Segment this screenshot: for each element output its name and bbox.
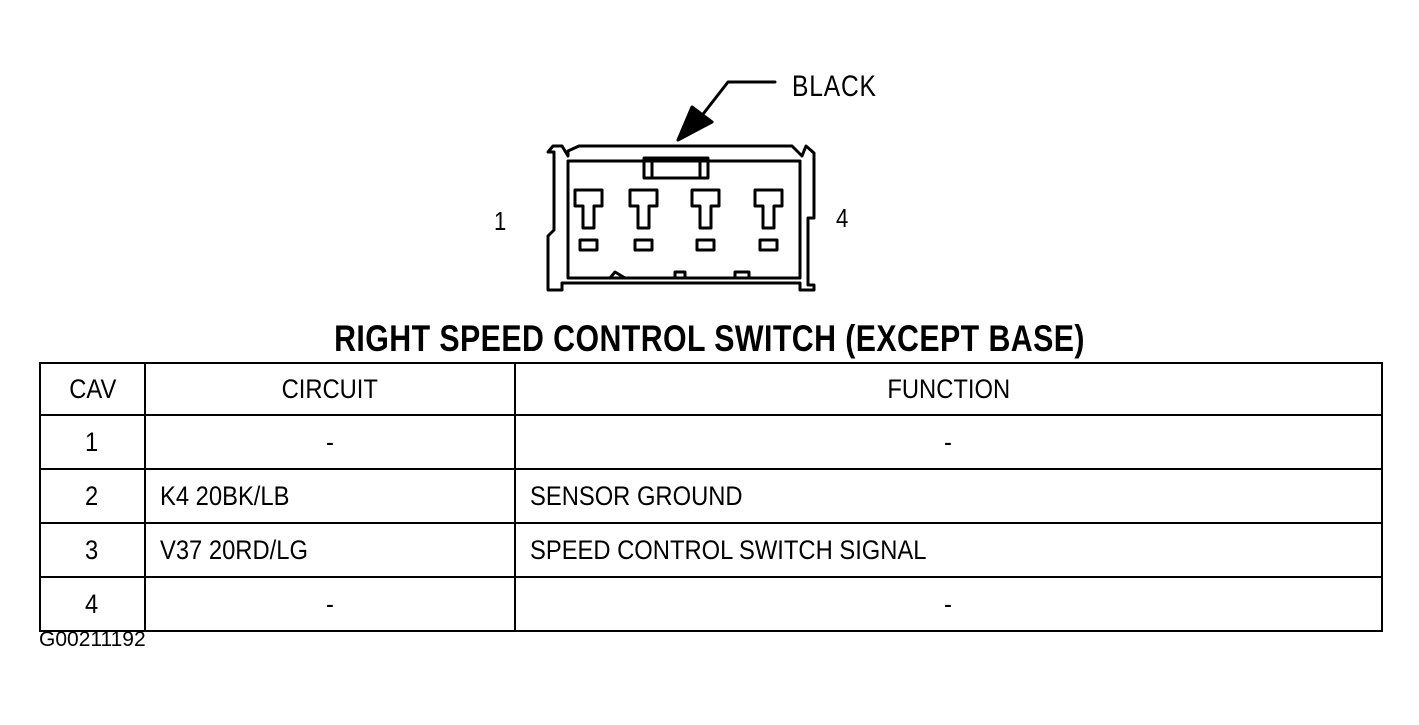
function-cell: SENSOR GROUND <box>514 468 1383 524</box>
table-row: 4 - - <box>39 576 1383 632</box>
terminal-3 <box>690 188 721 252</box>
table-title: RIGHT SPEED CONTROL SWITCH (EXCEPT BASE) <box>334 318 1085 359</box>
connector-housing <box>546 144 816 292</box>
pinout-table: CAV CIRCUIT FUNCTION 1 - - 2 K4 20BK/LB … <box>39 362 1383 632</box>
header-cav: CAV <box>39 362 146 416</box>
circuit-cell: V37 20RD/LG <box>144 522 516 578</box>
callout-leader-line <box>698 80 777 120</box>
connector-diagram <box>546 80 816 292</box>
terminal-1 <box>573 188 604 252</box>
cav-cell: 2 <box>39 468 146 524</box>
cav-cell: 3 <box>39 522 146 578</box>
function-cell: SPEED CONTROL SWITCH SIGNAL <box>514 522 1383 578</box>
function-cell: - <box>514 576 1383 632</box>
terminal-4 <box>753 188 784 252</box>
pin-1-label: 1 <box>494 206 507 236</box>
figure-reference-code: G00211192 <box>39 628 146 651</box>
cav-cell: 1 <box>39 414 146 470</box>
connector-latch <box>642 156 710 180</box>
table-row: 2 K4 20BK/LB SENSOR GROUND <box>39 468 1383 524</box>
circuit-cell: K4 20BK/LB <box>144 468 516 524</box>
circuit-cell: - <box>144 414 516 470</box>
pin-4-label: 4 <box>836 203 849 233</box>
header-function: FUNCTION <box>514 362 1383 416</box>
connector-inner-body <box>566 159 802 280</box>
header-circuit: CIRCUIT <box>144 362 516 416</box>
callout-arrow-icon <box>676 105 714 142</box>
function-cell: - <box>514 414 1383 470</box>
terminal-2 <box>628 188 659 252</box>
circuit-cell: - <box>144 576 516 632</box>
table-row: 1 - - <box>39 414 1383 470</box>
connector-color-label: BLACK <box>792 70 877 103</box>
cav-cell: 4 <box>39 576 146 632</box>
table-header-row: CAV CIRCUIT FUNCTION <box>39 362 1383 416</box>
table-row: 3 V37 20RD/LG SPEED CONTROL SWITCH SIGNA… <box>39 522 1383 578</box>
